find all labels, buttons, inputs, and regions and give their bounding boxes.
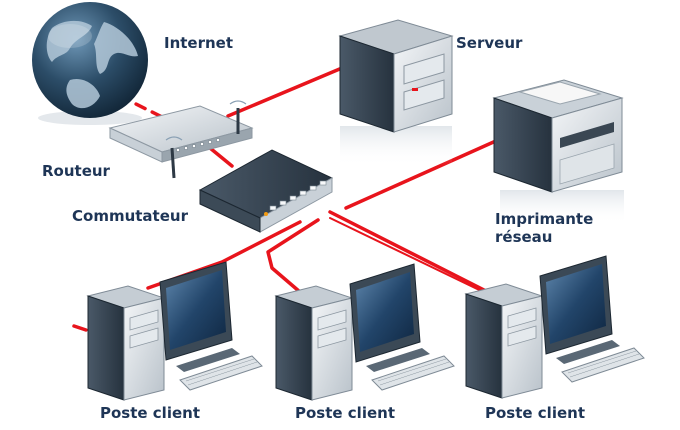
printer-icon [492, 79, 624, 224]
cable-router-server [226, 66, 344, 118]
cable-switch-client3b [329, 217, 501, 301]
label-poste-client-2: Poste client [295, 404, 395, 422]
cable-switch-printer [344, 138, 500, 210]
cable-switch-client3 [328, 210, 490, 294]
label-imprimante-line1: Imprimante [495, 210, 594, 228]
switch-icon [198, 149, 334, 233]
label-imprimante-reseau: Imprimante réseau [495, 210, 593, 246]
cable-client1-link [72, 324, 88, 332]
label-internet: Internet [164, 34, 234, 52]
server-icon [338, 19, 454, 166]
cable-router-switch [208, 146, 234, 168]
globe-icon [32, 2, 148, 125]
computer-icon [274, 263, 455, 401]
cables [72, 66, 501, 332]
router-icon [108, 100, 254, 179]
computer-icon [86, 261, 263, 401]
label-serveur: Serveur [456, 34, 523, 52]
cable-switch-client2 [266, 218, 320, 294]
label-imprimante-line2: réseau [495, 228, 553, 246]
label-routeur: Routeur [42, 162, 110, 180]
computer-icon [464, 255, 645, 399]
label-commutateur: Commutateur [72, 207, 188, 225]
label-poste-client-3: Poste client [485, 404, 585, 422]
label-poste-client-1: Poste client [100, 404, 200, 422]
